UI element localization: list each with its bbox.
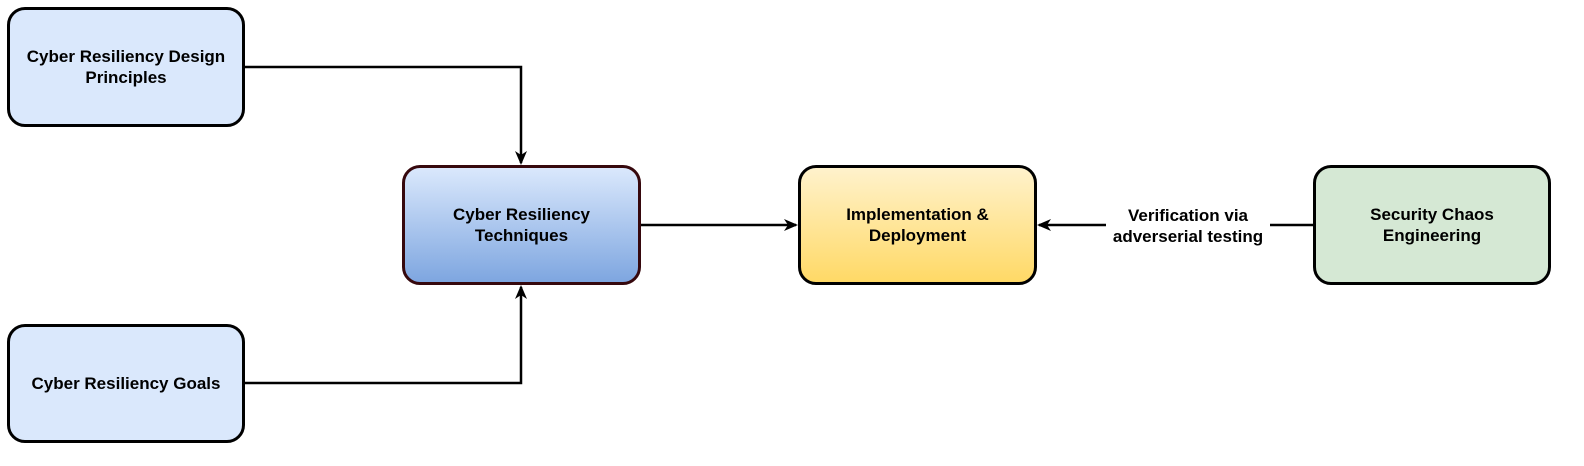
node-techniques-label: Cyber Resiliency Techniques [452, 205, 590, 245]
node-design-principles-label: Cyber Resiliency Design Principles [26, 47, 226, 87]
node-implementation-deployment-label: Implementation & Deployment [846, 205, 989, 245]
edge-label-verification-text: Verification via adverserial testing [1112, 206, 1264, 246]
node-security-chaos-engineering-label: Security Chaos Engineering [1370, 205, 1494, 245]
node-goals-label: Cyber Resiliency Goals [31, 374, 221, 393]
edge-principles-to-techniques[interactable] [245, 65, 527, 165]
node-design-principles[interactable]: Cyber Resiliency Design Principles [7, 7, 245, 127]
edge-label-verification: Verification via adverserial testing [1106, 205, 1270, 247]
edge-goals-to-techniques[interactable] [245, 285, 527, 385]
node-goals[interactable]: Cyber Resiliency Goals [7, 324, 245, 443]
node-implementation-deployment[interactable]: Implementation & Deployment [798, 165, 1037, 285]
node-security-chaos-engineering[interactable]: Security Chaos Engineering [1313, 165, 1551, 285]
node-techniques[interactable]: Cyber Resiliency Techniques [402, 165, 641, 285]
